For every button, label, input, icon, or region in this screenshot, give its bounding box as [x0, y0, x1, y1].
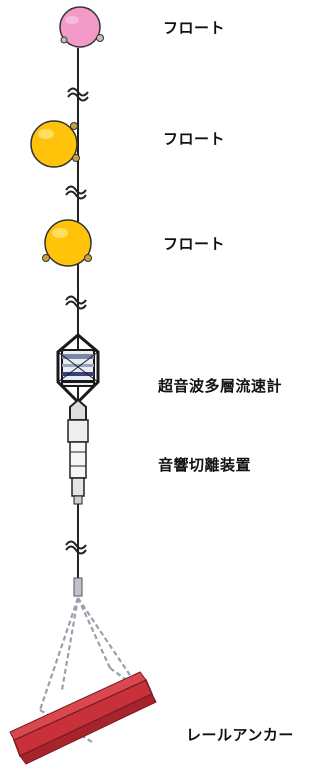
line-break-icon — [65, 295, 87, 310]
float-label-2: フロート — [163, 130, 226, 148]
float-label-1: フロート — [163, 19, 226, 37]
acoustic-release-icon — [67, 398, 89, 505]
float-buoy-pink-icon — [59, 6, 104, 48]
rail-anchor-icon — [9, 671, 157, 765]
float-buoy-yellow-icon — [30, 120, 80, 168]
float-buoy-yellow-icon — [42, 219, 92, 267]
swivel-icon — [73, 577, 83, 597]
line-break-icon — [65, 185, 87, 200]
line-break-icon — [67, 87, 89, 102]
adcp-label: 超音波多層流速計 — [158, 377, 283, 395]
line-break-icon — [65, 540, 87, 555]
anchor-label: レールアンカー — [186, 726, 294, 744]
float-label-3: フロート — [163, 235, 226, 253]
releaser-label: 音響切離装置 — [158, 456, 252, 474]
adcp-instrument-icon — [56, 333, 100, 405]
